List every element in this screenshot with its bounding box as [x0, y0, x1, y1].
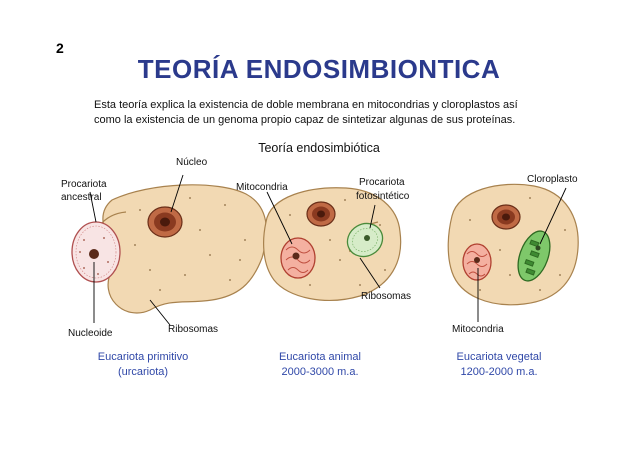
- ancestral-prokaryote: [71, 221, 121, 283]
- plant-cell-cytoplasm: [447, 183, 579, 306]
- caption-animal-line1: Eucariota animal: [279, 351, 361, 363]
- animal-mitochondria: [280, 237, 316, 279]
- primitive-cell-cytoplasm: [102, 184, 267, 314]
- label-nucleus: Núcleo: [176, 157, 208, 168]
- caption-primitive-line1: Eucariota primitivo: [97, 351, 189, 363]
- intro-text: Esta teoría explica la existencia de dob…: [94, 98, 564, 128]
- diagram-title: Teoría endosimbiótica: [258, 141, 380, 155]
- page-title: TEORÍA ENDOSIMBIONTICA: [137, 54, 501, 84]
- caption-plant-line2: 1200-2000 m.a.: [460, 366, 538, 378]
- label-ancestral-prokaryote-line2: ancestral: [61, 192, 102, 203]
- label-mitochondria-animal: Mitocondria: [236, 182, 288, 193]
- label-chloroplast: Cloroplasto: [527, 174, 578, 185]
- primitive-nucleus: [147, 206, 183, 238]
- label-ribosomes-animal: Ribosomas: [361, 291, 412, 302]
- label-ribosomes-primitive: Ribosomas: [168, 324, 219, 335]
- photosynthetic-prokaryote: [346, 222, 384, 258]
- label-photosynthetic-prokaryote-line1: Procariota: [359, 177, 405, 188]
- panel-plant-eukaryote: [447, 183, 579, 322]
- caption-primitive-eukaryote: Eucariota primitivo (urcariota): [68, 350, 218, 380]
- panel-primitive-eukaryote: [71, 174, 267, 326]
- caption-primitive-line2: (urcariota): [117, 366, 169, 378]
- intro-line-1: Esta teoría explica la existencia de dob…: [94, 99, 518, 111]
- label-photosynthetic-prokaryote-line2: fotosintético: [356, 191, 410, 202]
- label-nucleoid: Nucleoide: [68, 328, 113, 339]
- animal-nucleus: [306, 201, 336, 227]
- plant-mitochondria: [462, 243, 492, 281]
- page-number: 2: [56, 40, 64, 56]
- plant-nucleus: [491, 204, 521, 230]
- caption-plant-line1: Eucariota vegetal: [456, 351, 542, 363]
- label-ancestral-prokaryote-line1: Procariota: [61, 179, 107, 190]
- plant-chloroplast: [517, 230, 551, 282]
- caption-animal-line2: 2000-3000 m.a.: [281, 366, 359, 378]
- caption-animal-eukaryote: Eucariota animal 2000-3000 m.a.: [245, 350, 395, 380]
- label-mitochondria-plant: Mitocondria: [452, 324, 504, 335]
- caption-plant-eukaryote: Eucariota vegetal 1200-2000 m.a.: [424, 350, 574, 380]
- primitive-cytoplasm-dots: [134, 197, 246, 291]
- panel-animal-eukaryote: [263, 187, 402, 301]
- intro-line-2: como la existencia de un genoma propio c…: [94, 114, 516, 126]
